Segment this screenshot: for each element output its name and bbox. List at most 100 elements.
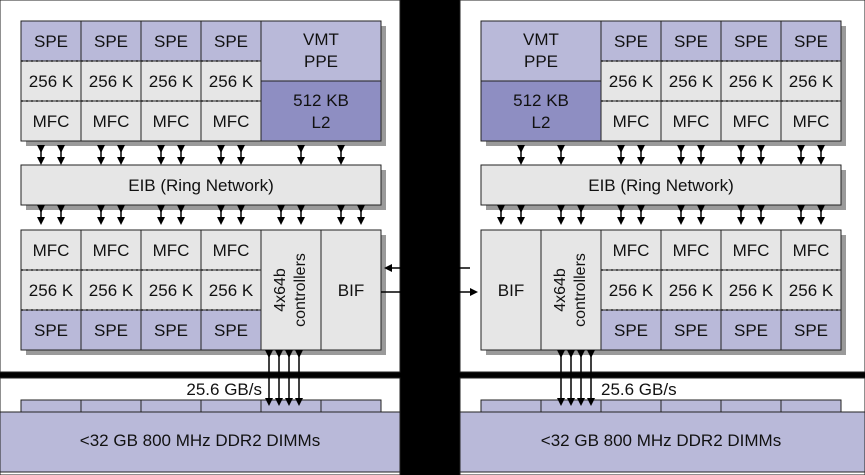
mfc-label: MFC <box>613 112 650 131</box>
local-store-label: 256 K <box>609 281 654 300</box>
left-top-spe-column-2: SPE 256 K MFC <box>80 20 142 142</box>
local-store-cell <box>600 269 662 311</box>
local-store-label: 256 K <box>609 72 654 91</box>
local-store-label: 256 K <box>789 72 834 91</box>
spe-cell <box>660 20 722 62</box>
spe-cell <box>780 309 842 351</box>
right-bottom-spe-column-4: MFC 256 K SPE <box>780 229 842 351</box>
local-store-label: 256 K <box>89 281 134 300</box>
mfc-cell <box>600 229 662 271</box>
right-controllers-block: 4x64b controllers <box>540 229 602 351</box>
right-top-spe-column-1: SPE 256 K MFC <box>600 20 662 142</box>
left-lower-arrows <box>37 205 365 225</box>
spe-label: SPE <box>674 32 708 51</box>
right-lower-arrows <box>497 205 825 225</box>
mfc-label: MFC <box>793 112 830 131</box>
mfc-label: MFC <box>213 112 250 131</box>
left-top-spe-column-3: SPE 256 K MFC <box>140 20 202 142</box>
spe-cell <box>600 20 662 62</box>
local-store-label: 256 K <box>209 281 254 300</box>
right-bottom-spe-column-3: MFC 256 K SPE <box>720 229 782 351</box>
eib-label: EIB (Ring Network) <box>588 176 733 195</box>
left-processor: SPE 256 K MFC SPE 256 K MFC SPE 256 K MF… <box>0 0 401 475</box>
spe-label: SPE <box>34 32 68 51</box>
mfc-cell <box>660 100 722 142</box>
mfc-cell <box>720 100 782 142</box>
dimm-label: <32 GB 800 MHz DDR2 DIMMs <box>541 431 781 450</box>
l2-label-line2: L2 <box>532 113 551 132</box>
right-dimm-box <box>459 411 865 473</box>
mfc-cell <box>140 100 202 142</box>
controllers-cell <box>260 229 322 351</box>
spe-label: SPE <box>614 321 648 340</box>
right-ppe-block: VMT PPE 512 KB L2 <box>480 20 602 142</box>
spe-label: SPE <box>794 32 828 51</box>
spe-label: SPE <box>214 321 248 340</box>
mfc-label: MFC <box>213 241 250 260</box>
spe-cell <box>200 309 262 351</box>
spe-label: SPE <box>94 32 128 51</box>
spe-label: SPE <box>34 321 68 340</box>
eib-label: EIB (Ring Network) <box>128 176 273 195</box>
left-bottom-spe-column-3: MFC 256 K SPE <box>140 229 202 351</box>
mfc-cell <box>140 229 202 271</box>
controllers-label-line2: controllers <box>292 253 309 327</box>
mfc-label: MFC <box>33 241 70 260</box>
local-store-label: 256 K <box>729 72 774 91</box>
right-top-spe-column-3: SPE 256 K MFC <box>720 20 782 142</box>
l2-cell <box>260 80 382 142</box>
controllers-cell <box>540 229 602 351</box>
ppe-label-line2: PPE <box>304 52 338 71</box>
bandwidth-label: 25.6 GB/s <box>601 380 677 399</box>
right-eib-bar <box>480 164 842 206</box>
mfc-label: MFC <box>153 112 190 131</box>
local-store-label: 256 K <box>29 72 74 91</box>
local-store-cell <box>600 60 662 102</box>
left-eib-bar <box>20 164 382 206</box>
controllers-label-line1: 4x64b <box>272 268 289 312</box>
left-dimm-box <box>0 411 401 473</box>
bif-label: BIF <box>338 281 364 300</box>
local-store-label: 256 K <box>29 281 74 300</box>
l2-cell <box>480 80 602 142</box>
mfc-label: MFC <box>733 112 770 131</box>
local-store-cell <box>780 60 842 102</box>
spe-label: SPE <box>674 321 708 340</box>
right-top-spe-column-2: SPE 256 K MFC <box>660 20 722 142</box>
l2-label-line1: 512 KB <box>513 91 569 110</box>
mfc-cell <box>660 229 722 271</box>
local-store-label: 256 K <box>209 72 254 91</box>
spe-label: SPE <box>614 32 648 51</box>
right-upper-arrows <box>517 145 825 165</box>
local-store-label: 256 K <box>669 72 714 91</box>
spe-label: SPE <box>214 32 248 51</box>
right-memory-bus <box>557 350 595 406</box>
mfc-label: MFC <box>33 112 70 131</box>
right-bif-block: BIF <box>480 229 542 351</box>
ppe-cell <box>480 20 602 82</box>
local-store-cell <box>140 60 202 102</box>
mfc-cell <box>20 100 82 142</box>
spe-cell <box>780 20 842 62</box>
local-store-label: 256 K <box>149 72 194 91</box>
spe-label: SPE <box>734 321 768 340</box>
spe-cell <box>720 20 782 62</box>
controllers-label-line1: 4x64b <box>552 268 569 312</box>
local-store-label: 256 K <box>149 281 194 300</box>
l2-label-line2: L2 <box>312 113 331 132</box>
local-store-label: 256 K <box>89 72 134 91</box>
ppe-label-line1: VMT <box>523 30 559 49</box>
mfc-label: MFC <box>93 241 130 260</box>
local-store-label: 256 K <box>729 281 774 300</box>
bif-cell <box>480 229 542 351</box>
bif-interconnect <box>381 264 478 296</box>
spe-cell <box>200 20 262 62</box>
right-bottom-spe-column-2: MFC 256 K SPE <box>660 229 722 351</box>
local-store-cell <box>780 269 842 311</box>
ppe-label-line1: VMT <box>303 30 339 49</box>
left-bottom-spe-column-2: MFC 256 K SPE <box>80 229 142 351</box>
right-top-spe-column-4: SPE 256 K MFC <box>780 20 842 142</box>
spe-cell <box>20 309 82 351</box>
